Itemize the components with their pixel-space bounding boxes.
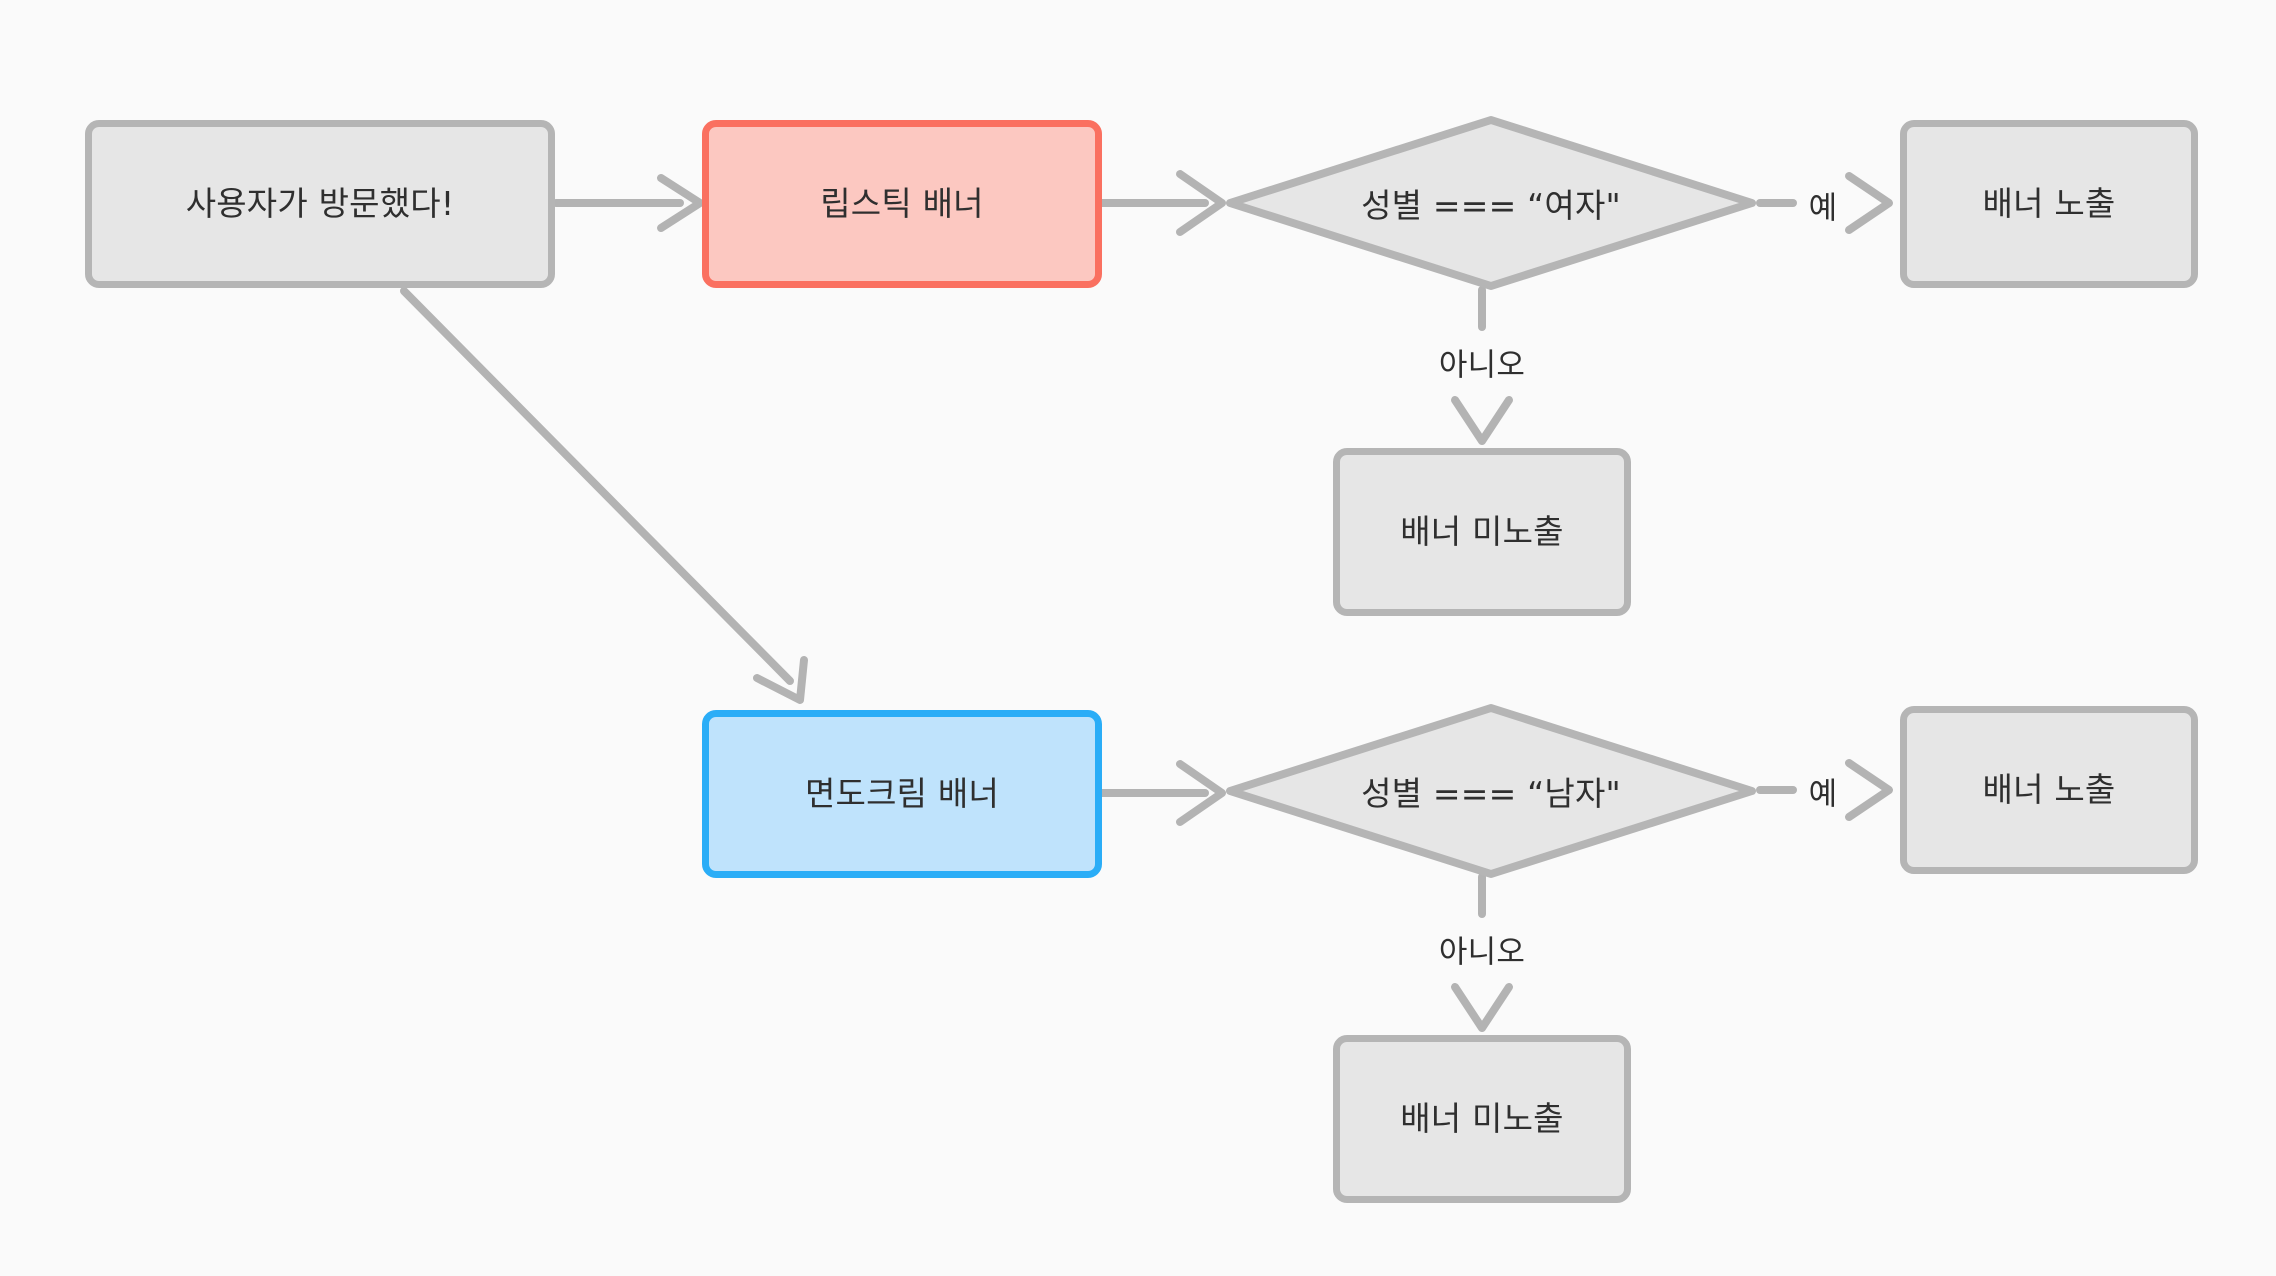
node-hide-banner-top-label: 배너 미노출 xyxy=(1400,511,1564,551)
node-shaving-cream-banner[interactable]: 면도크림 배너 xyxy=(702,710,1102,878)
node-hide-banner-top[interactable]: 배너 미노출 xyxy=(1333,448,1631,616)
diamond-shape-male xyxy=(1226,704,1756,878)
node-decision-male[interactable]: 성별 === “남자" xyxy=(1222,700,1760,882)
node-start-label: 사용자가 방문했다! xyxy=(185,183,455,223)
node-show-banner-top-label: 배너 노출 xyxy=(1982,183,2116,223)
node-lipstick-banner-label: 립스틱 배너 xyxy=(820,183,984,223)
node-hide-banner-bottom[interactable]: 배너 미노출 xyxy=(1333,1035,1631,1203)
edge-label-yes-top: 예 xyxy=(1808,190,1838,227)
edge-label-no-bottom: 아니오 xyxy=(1438,934,1526,971)
diamond-shape-female xyxy=(1226,116,1756,290)
node-decision-female[interactable]: 성별 === “여자" xyxy=(1222,112,1760,294)
node-show-banner-bottom-label: 배너 노출 xyxy=(1982,769,2116,809)
node-hide-banner-bottom-label: 배너 미노출 xyxy=(1400,1098,1564,1138)
node-shaving-cream-banner-label: 면도크림 배너 xyxy=(804,773,1000,813)
node-decision-female-label: 성별 === “여자" xyxy=(1361,186,1621,225)
edge-label-yes-bottom: 예 xyxy=(1808,776,1838,813)
edge-label-no-top: 아니오 xyxy=(1438,347,1526,384)
node-decision-male-label: 성별 === “남자" xyxy=(1361,774,1621,813)
node-lipstick-banner[interactable]: 립스틱 배너 xyxy=(702,120,1102,288)
node-show-banner-top[interactable]: 배너 노출 xyxy=(1900,120,2198,288)
node-show-banner-bottom[interactable]: 배너 노출 xyxy=(1900,706,2198,874)
node-start[interactable]: 사용자가 방문했다! xyxy=(85,120,555,288)
